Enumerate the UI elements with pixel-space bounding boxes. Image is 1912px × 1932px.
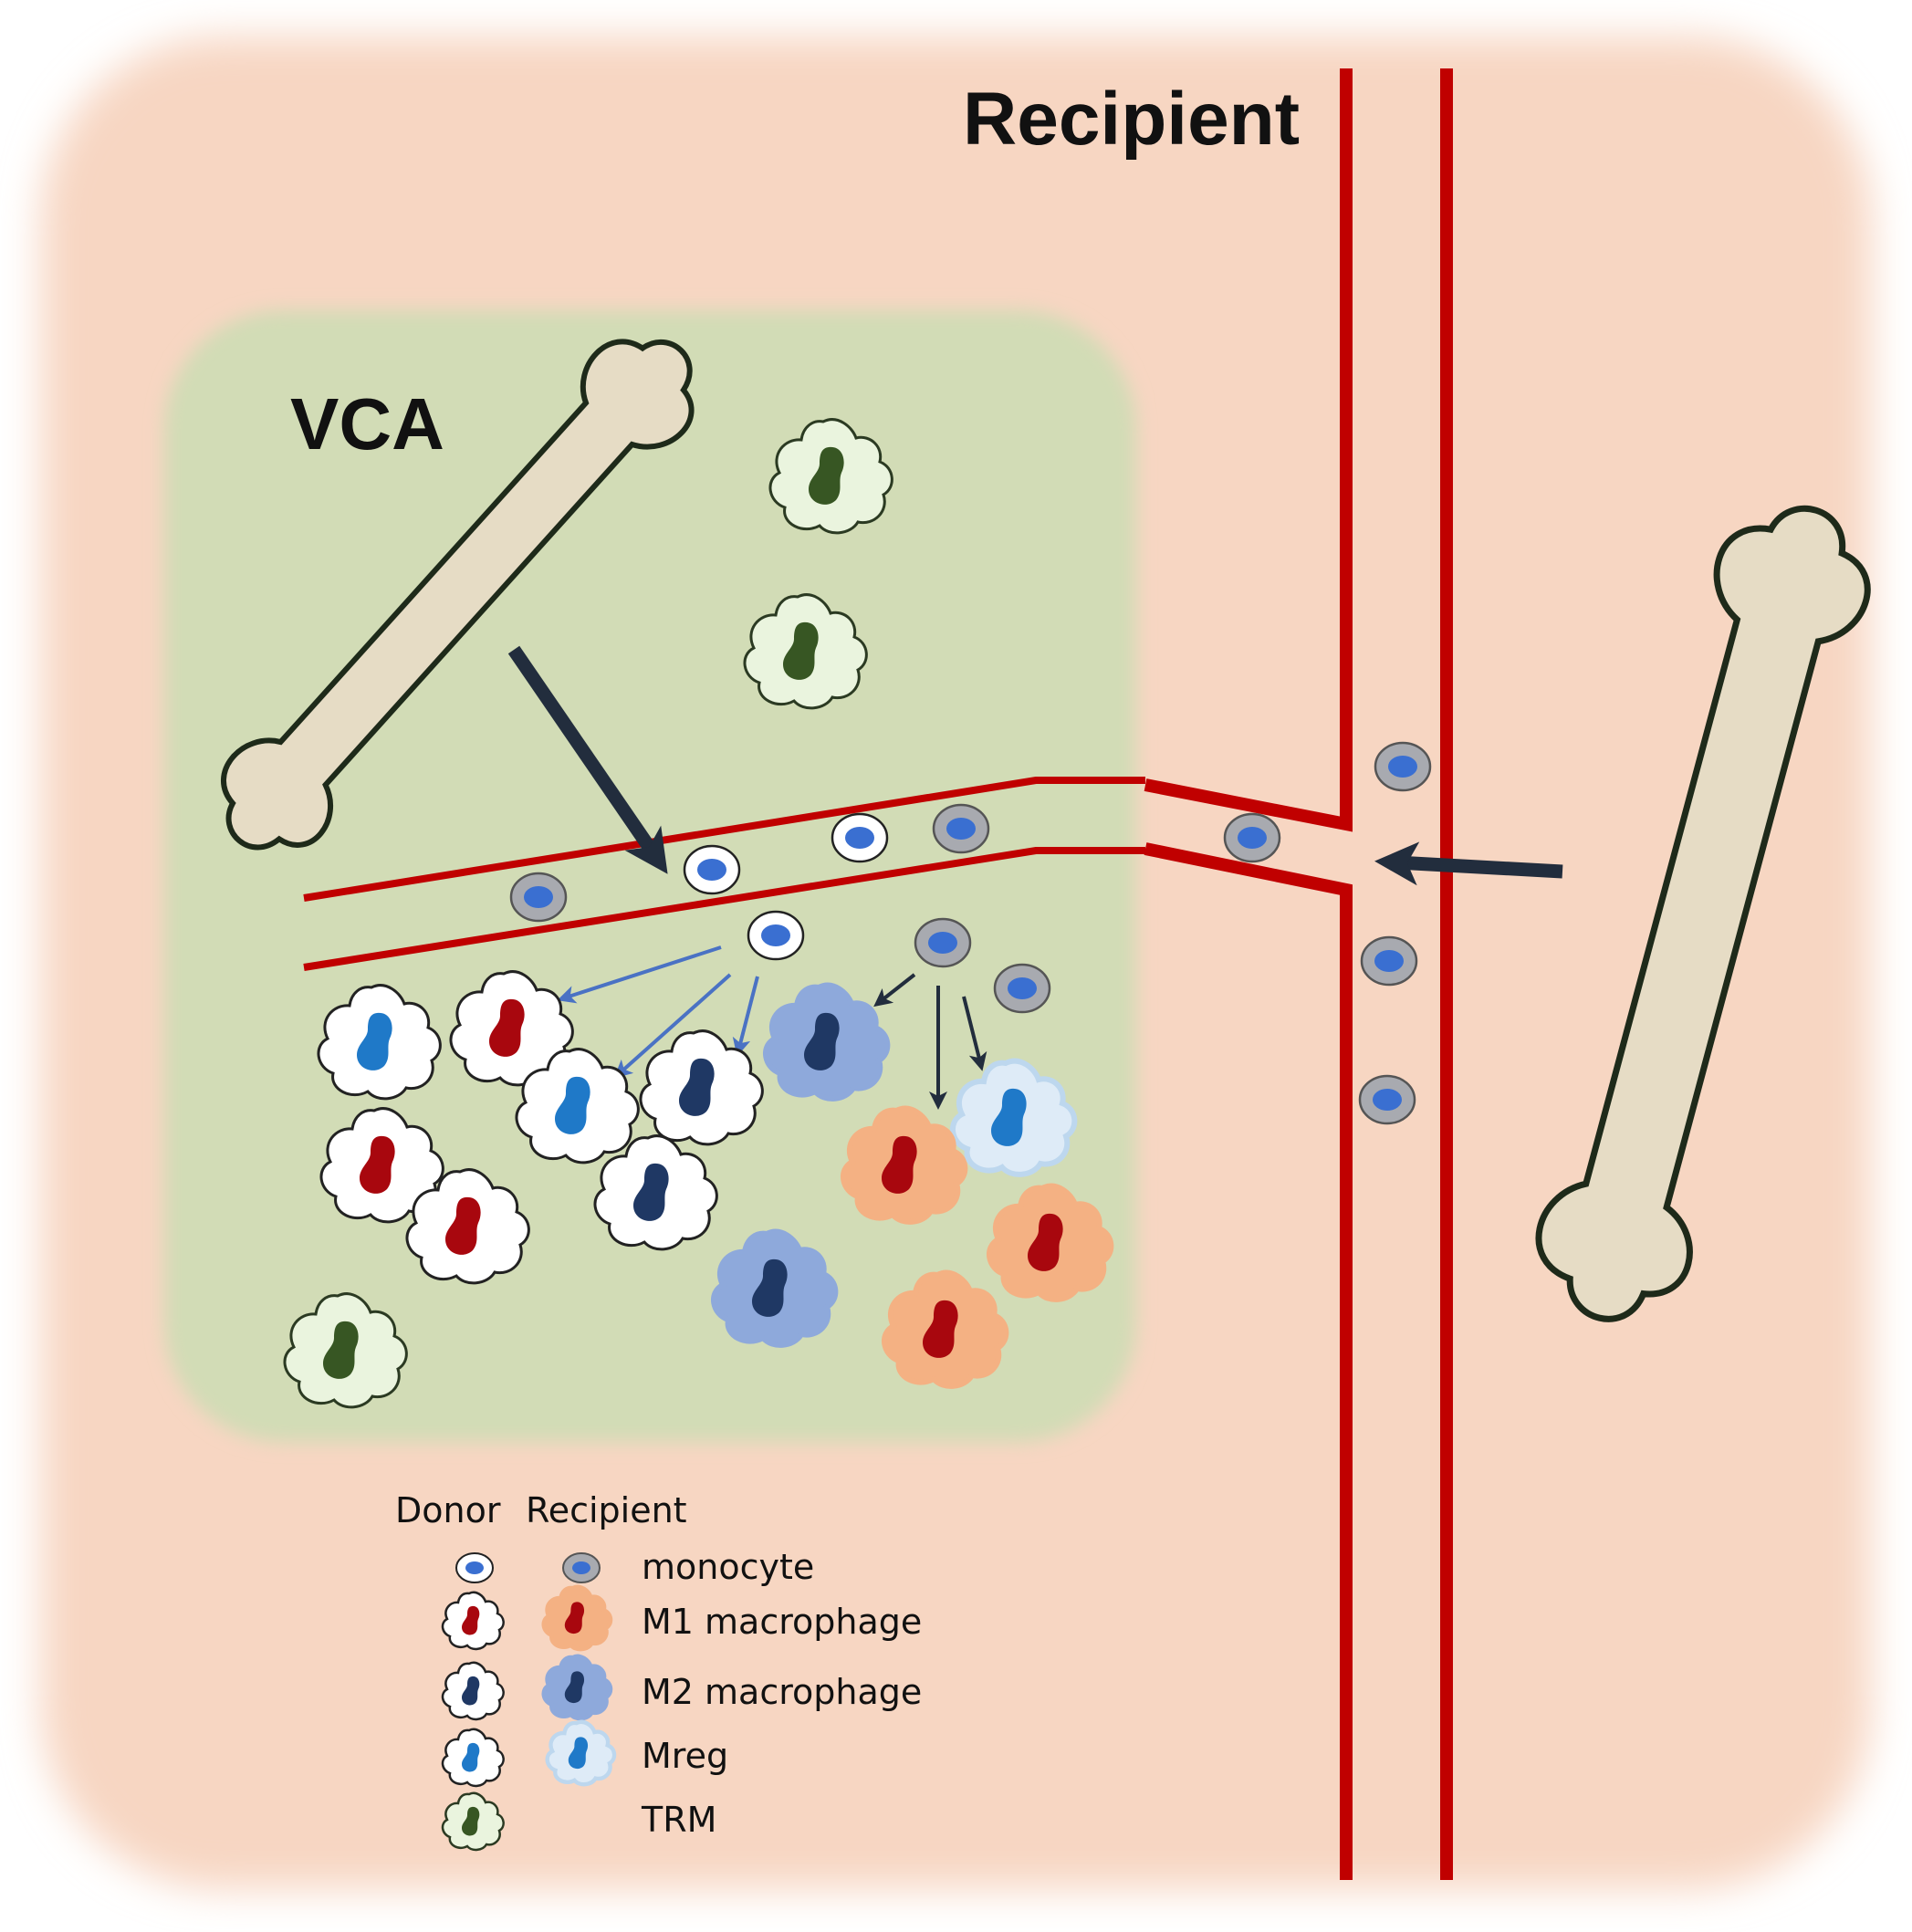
recipient-monocyte-icon: [914, 917, 972, 968]
vca-graft-region: [164, 310, 1136, 1442]
legend-label-mreg: Mreg: [642, 1736, 728, 1776]
recipient-monocyte-icon: [1358, 1074, 1416, 1125]
donor-monocyte-icon: [831, 812, 889, 863]
legend-recipient-header: Recipient: [526, 1490, 687, 1530]
donor-bone-icon: [220, 339, 695, 851]
donor-monocyte-icon: [747, 910, 805, 961]
recipient-monocyte-icon: [1223, 812, 1281, 863]
recipient-monocyte-icon: [509, 872, 568, 923]
recipient-blood-vessel: [1144, 68, 1453, 1880]
recipient-monocyte-icon: [993, 963, 1051, 1014]
monocytes: [509, 741, 1432, 1125]
donor-marrow-arrow: [507, 645, 668, 874]
legend-label-monocyte: monocyte: [642, 1547, 814, 1587]
recipient-bone-icon: [1535, 505, 1871, 1322]
vca-title: VCA: [290, 383, 444, 465]
legend-donor-header: Donor: [395, 1490, 501, 1530]
recipient-monocyte-icon: [1374, 741, 1432, 792]
recipient-differentiation-arrows: [873, 973, 987, 1110]
donor-monocyte-icon: [455, 1552, 494, 1583]
donor-differentiation-arrows: [557, 945, 759, 1079]
recipient-title: Recipient: [963, 78, 1300, 161]
legend: Donor Recipient monocyte M1 macrophage M…: [395, 1490, 922, 1852]
recipient-monocyte-icon: [932, 803, 990, 854]
recipient-marrow-arrow: [1374, 841, 1563, 886]
legend-label-m2-macrophage: M2 macrophage: [642, 1672, 922, 1712]
legend-label-m1-macrophage: M1 macrophage: [642, 1602, 922, 1642]
donor-monocyte-icon: [683, 844, 741, 895]
recipient-monocyte-icon: [562, 1552, 601, 1583]
legend-label-trm: TRM: [641, 1800, 716, 1840]
recipient-monocyte-icon: [1360, 935, 1418, 987]
vca-blood-vessel: [303, 777, 1145, 971]
